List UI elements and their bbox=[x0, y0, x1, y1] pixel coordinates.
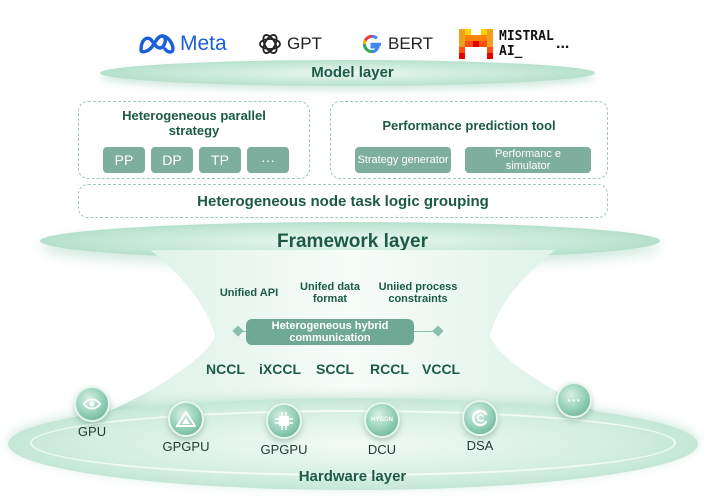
nvidia-icon bbox=[82, 398, 102, 410]
chip-icon bbox=[275, 412, 293, 430]
hardware-layer-title: Hardware layer bbox=[298, 468, 407, 485]
dcu-label: DCU bbox=[367, 442, 397, 457]
strategy-chip-more: ··· bbox=[247, 147, 289, 173]
gpgpu-device-2 bbox=[266, 403, 302, 439]
performance-simulator-chip: Performanc e simulator bbox=[465, 147, 591, 173]
mistral-icon bbox=[459, 29, 493, 59]
strategy-chip-tp: TP bbox=[199, 147, 241, 173]
parallel-strategy-box: Heterogeneous parallel strategy PP DP TP… bbox=[78, 101, 310, 179]
unified-data-format: Unifed data format bbox=[300, 281, 360, 305]
mistral-label-line2: AI_ bbox=[499, 44, 523, 59]
google-icon bbox=[362, 34, 381, 54]
bert-logo: BERT bbox=[360, 24, 433, 64]
gpu-label: GPU bbox=[77, 424, 107, 439]
framework-layer-title: Framework layer bbox=[276, 231, 429, 252]
prediction-tool-box: Performance prediction tool Strategy gen… bbox=[330, 101, 608, 179]
model-layer-disc bbox=[100, 60, 595, 86]
lib-sccl: SCCL bbox=[316, 361, 355, 377]
hygon-icon: HYGON bbox=[370, 417, 393, 423]
dsa-icon bbox=[472, 409, 488, 427]
meta-icon bbox=[139, 34, 175, 54]
mistral-label-line1: MISTRAL bbox=[499, 29, 554, 44]
more-device: ··· bbox=[556, 382, 592, 418]
lib-ixccl: iXCCL bbox=[259, 361, 301, 377]
lib-rccl: RCCL bbox=[370, 361, 409, 377]
meta-label: Meta bbox=[180, 32, 227, 55]
gpgpu-label-2: GPGPU bbox=[260, 442, 308, 457]
dcu-device: HYGON bbox=[364, 402, 400, 438]
lib-nccl: NCCL bbox=[206, 361, 245, 377]
dsa-label: DSA bbox=[466, 438, 494, 453]
meta-logo: Meta bbox=[138, 24, 227, 64]
mistral-logo: MISTRAL AI_ bbox=[459, 24, 554, 64]
gpgpu-device-1 bbox=[168, 401, 204, 437]
mistral-label: MISTRAL AI_ bbox=[499, 29, 554, 59]
gpt-label: GPT bbox=[287, 34, 322, 53]
strategy-chip-dp: DP bbox=[151, 147, 193, 173]
more-models: ... bbox=[556, 35, 570, 52]
model-layer-title: Model layer bbox=[311, 64, 394, 81]
unified-api: Unified API bbox=[219, 287, 279, 299]
gpgpu-label-1: GPGPU bbox=[162, 439, 210, 454]
openai-icon bbox=[259, 34, 281, 54]
parallel-strategy-title: Heterogeneous parallel strategy bbox=[122, 108, 266, 138]
hybrid-communication-badge: Heterogeneous hybrid communication bbox=[246, 319, 414, 345]
dsa-device bbox=[462, 400, 498, 436]
task-grouping-label: Heterogeneous node task logic grouping bbox=[197, 192, 489, 210]
gpgpu-icon bbox=[176, 411, 196, 427]
lib-vccl: VCCL bbox=[422, 361, 461, 377]
gpu-device bbox=[74, 386, 110, 422]
unified-process-constraints: Uniied process constraints bbox=[378, 281, 458, 305]
task-grouping-box: Heterogeneous node task logic grouping bbox=[78, 184, 608, 218]
hardware-layer-ring bbox=[30, 410, 676, 476]
gpt-logo: GPT bbox=[257, 24, 322, 64]
model-logos: Meta GPT BERT bbox=[0, 24, 705, 64]
more-icon: ··· bbox=[567, 392, 581, 408]
prediction-tool-title: Performance prediction tool bbox=[382, 118, 556, 133]
bert-label: BERT bbox=[388, 34, 434, 53]
strategy-generator-chip: Strategy generator bbox=[355, 147, 451, 173]
strategy-chip-pp: PP bbox=[103, 147, 145, 173]
